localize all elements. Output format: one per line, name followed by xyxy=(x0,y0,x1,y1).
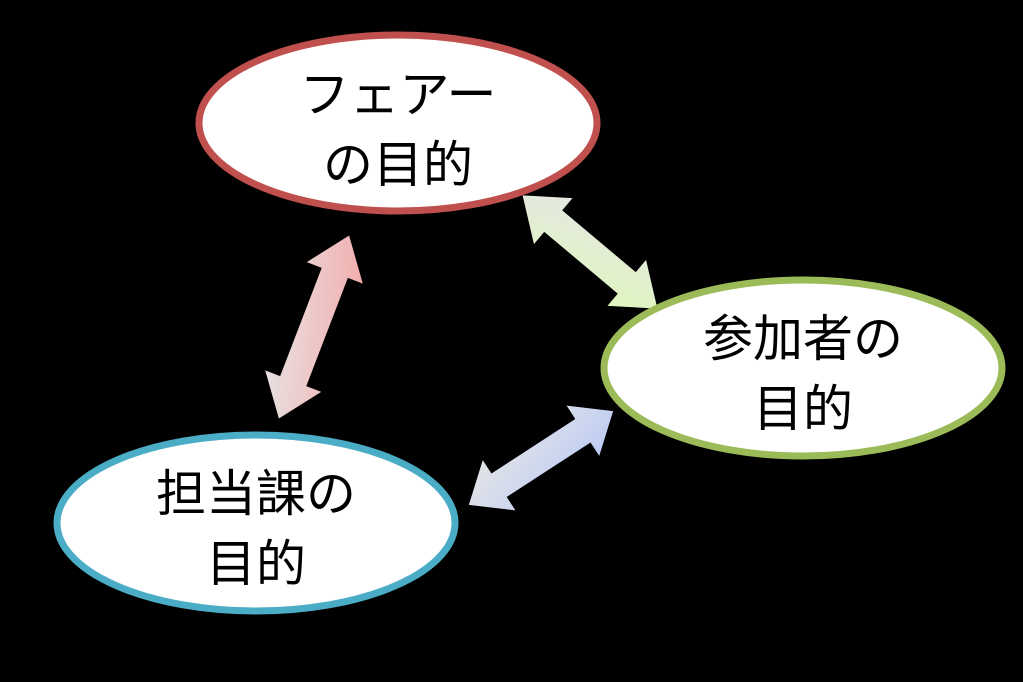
double-arrow-icon xyxy=(522,195,658,309)
node-ellipse xyxy=(195,31,601,215)
node-label-line-2: 目的 xyxy=(206,535,306,593)
node-participant-objective: 参加者の 目的 xyxy=(600,276,1006,460)
arrow-fair-participant xyxy=(522,195,658,309)
node-ellipse xyxy=(600,276,1006,460)
node-label-line-2: の目的 xyxy=(323,136,473,194)
double-arrow-icon xyxy=(468,405,614,511)
node-ellipse xyxy=(53,431,459,615)
node-label-line-2: 目的 xyxy=(753,380,853,438)
arrow-participant-department xyxy=(468,405,614,511)
node-fair-objective: フェアー の目的 xyxy=(195,31,601,215)
node-label-line-1: 参加者の xyxy=(703,310,903,368)
double-arrow-icon xyxy=(265,235,363,419)
arrow-fair-department xyxy=(265,235,363,419)
node-label-line-1: 担当課の xyxy=(156,465,356,523)
node-label-line-1: フェアー xyxy=(300,66,497,124)
node-department-objective: 担当課の 目的 xyxy=(53,431,459,615)
